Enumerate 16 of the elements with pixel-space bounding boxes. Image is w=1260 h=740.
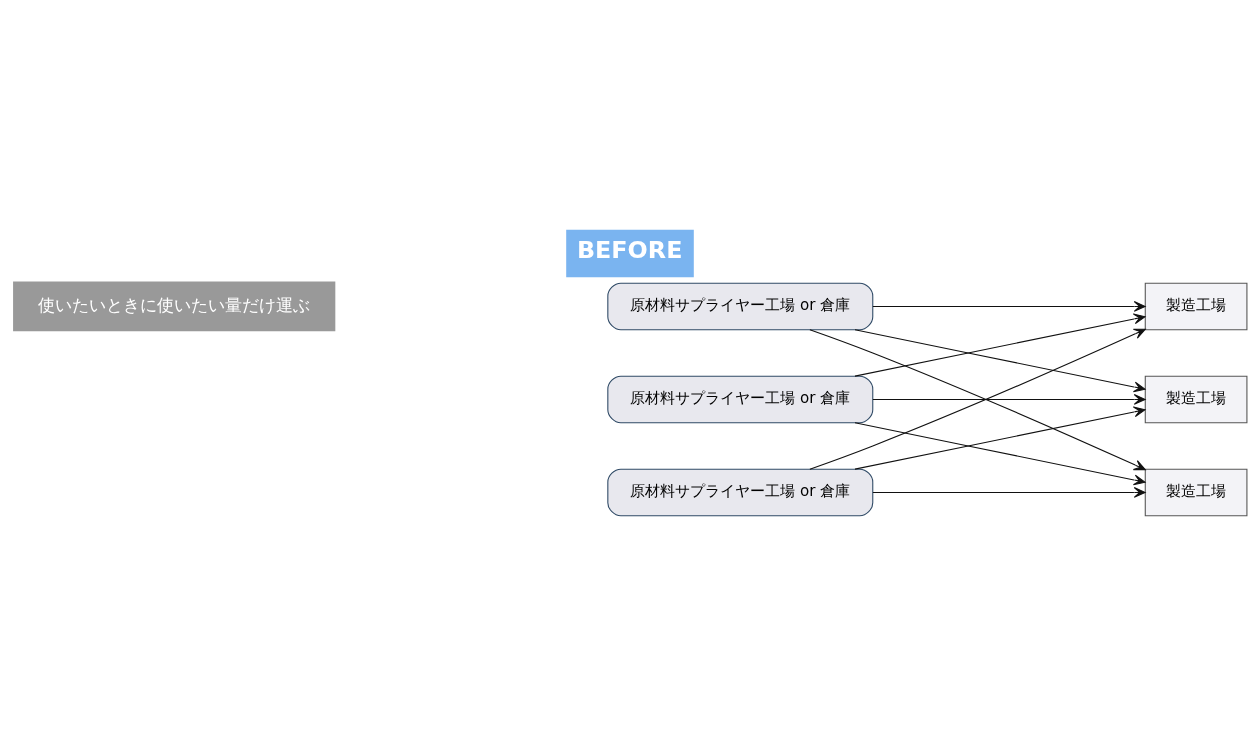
- arrow: [872, 300, 1146, 312]
- node-box: 製造工場: [1144, 375, 1248, 423]
- arrow: [854, 406, 1146, 470]
- node-box: 原材料サプライヤー工場 or 倉庫: [607, 468, 874, 516]
- diagram-title: BEFORE: [577, 235, 683, 264]
- node-box: 原材料サプライヤー工場 or 倉庫: [607, 282, 874, 330]
- arrow: [854, 313, 1146, 377]
- node-box: 製造工場: [1144, 282, 1248, 330]
- node-box: 原材料サプライヤー工場 or 倉庫: [607, 375, 874, 423]
- arrow: [854, 328, 1146, 392]
- node-box: 製造工場: [1144, 468, 1248, 516]
- arrow: [872, 393, 1146, 405]
- arrow: [872, 486, 1146, 498]
- arrow: [854, 421, 1146, 485]
- label: 使いたいときに使いたい量だけ運ぶ: [38, 294, 311, 315]
- arrow: [809, 328, 1146, 470]
